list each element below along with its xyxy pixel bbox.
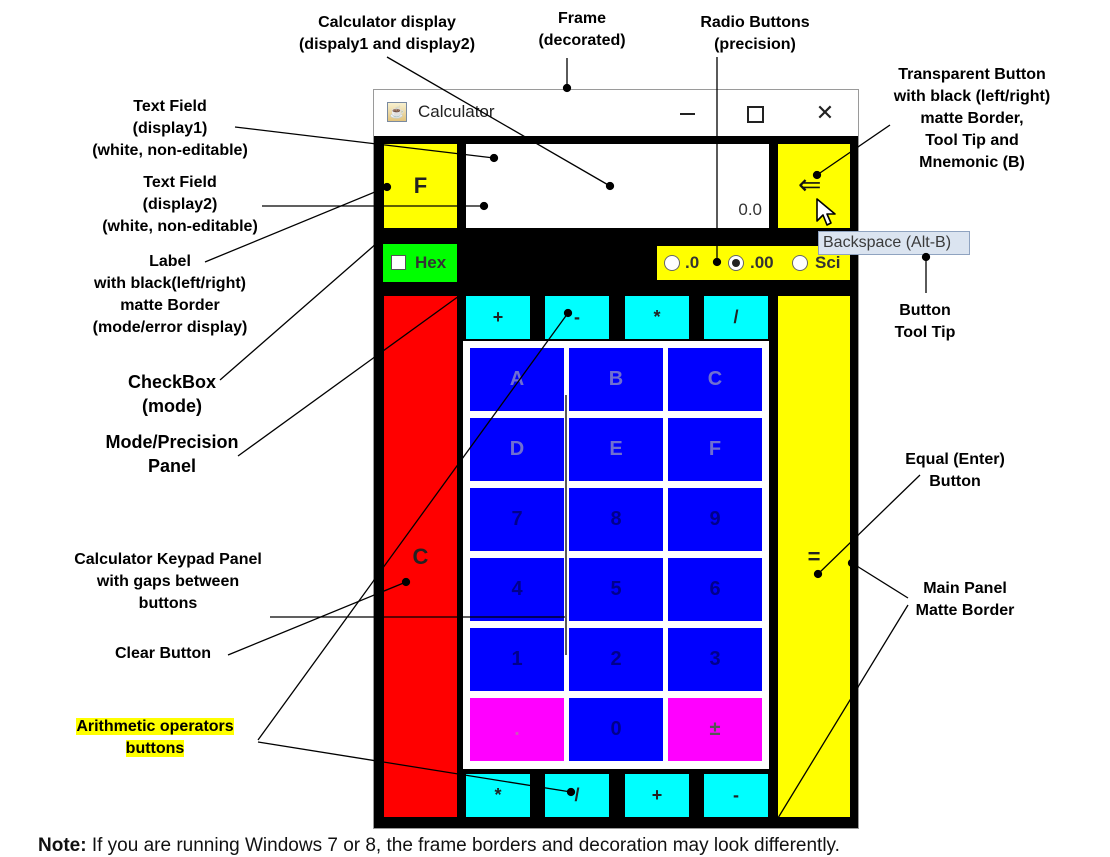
key-plus-minus[interactable]: ± [668,698,762,761]
annotation-text-field-2: Text Field (display2) (white, non-editab… [102,174,258,235]
op-add-top[interactable]: + [466,296,530,339]
annotation-main-panel-border: Main Panel Matte Border [915,580,1015,619]
radio-precision-sci[interactable] [792,255,808,271]
key-d[interactable]: D [470,418,564,481]
key-f[interactable]: F [668,418,762,481]
mouse-cursor-icon [816,198,836,226]
op-add-bottom[interactable]: + [625,774,689,817]
annotation-label: Label with black(left/right) matte Borde… [92,253,248,336]
op-multiply-top[interactable]: * [625,296,689,339]
annotation-text-field-1: Text Field (display1) (white, non-editab… [92,98,248,159]
key-6[interactable]: 6 [668,558,762,621]
java-cup-icon: ☕ [387,102,407,122]
annotation-button-tooltip: Button Tool Tip [894,302,956,341]
maximize-icon [746,105,764,123]
op-divide-top[interactable]: / [704,296,768,339]
footnote: Note: If you are running Windows 7 or 8,… [38,835,840,857]
note-label: Note: [38,835,87,856]
window-title: Calculator [418,102,495,121]
mode-error-label: F [384,144,457,228]
radio-label-precision-0: .0 [685,253,700,272]
checkbox-box[interactable] [391,255,406,270]
key-a[interactable]: A [470,348,564,411]
backspace-button[interactable]: ⇐ [778,144,850,228]
backspace-arrow-icon: ⇐ [798,169,822,200]
backspace-tooltip: Backspace (Alt-B) [818,231,970,255]
op-subtract-top[interactable]: - [545,296,609,339]
note-text: If you are running Windows 7 or 8, the f… [91,835,840,856]
annotation-checkbox: CheckBox (mode) [127,372,217,416]
radio-precision-0[interactable] [664,255,680,271]
annotation-radio-buttons: Radio Buttons (precision) [700,14,810,53]
radio-label-precision-00: .00 [750,253,774,272]
annotation-mode-precision-panel: Mode/Precision Panel [105,432,239,476]
keypad-panel: A B C D E F 7 8 9 4 5 6 1 2 3 . 0 ± [463,341,769,769]
annotation-transparent-button: Transparent Button with black (left/righ… [893,66,1051,171]
close-button[interactable]: ✕ [805,98,845,128]
calculator-window: ☕ Calculator ✕ F 0.0 ⇐ Hex .0 .00 Sci C … [373,89,859,829]
key-c[interactable]: C [668,348,762,411]
annotation-clear-button: Clear Button [115,645,211,662]
annotation-frame: Frame (decorated) [538,10,626,49]
clear-button[interactable]: C [384,296,457,817]
key-decimal[interactable]: . [470,698,564,761]
title-bar[interactable]: ☕ Calculator ✕ [374,90,858,136]
annotation-keypad-panel: Calculator Keypad Panel with gaps betwee… [74,551,262,612]
key-b[interactable]: B [569,348,663,411]
key-4[interactable]: 4 [470,558,564,621]
key-9[interactable]: 9 [668,488,762,551]
precision-panel: .0 .00 Sci [657,246,850,280]
key-0[interactable]: 0 [569,698,663,761]
annotation-equal-button: Equal (Enter) Button [905,451,1005,490]
key-8[interactable]: 8 [569,488,663,551]
annotation-arithmetic-operators: Arithmetic operators buttons [76,718,234,757]
equal-button[interactable]: = [778,296,850,817]
minimize-icon [679,113,695,116]
radio-precision-00[interactable] [728,255,744,271]
op-subtract-bottom[interactable]: - [704,774,768,817]
radio-label-precision-sci: Sci [815,253,841,272]
key-1[interactable]: 1 [470,628,564,691]
key-3[interactable]: 3 [668,628,762,691]
op-divide-bottom[interactable]: / [545,774,609,817]
calculator-display: 0.0 [466,144,769,228]
key-e[interactable]: E [569,418,663,481]
hex-label: Hex [415,253,447,272]
display1-field [466,144,769,186]
display2-field: 0.0 [738,200,762,219]
main-panel: F 0.0 ⇐ Hex .0 .00 Sci C = + - * / A B [374,136,858,828]
minimize-button[interactable] [667,98,707,128]
key-5[interactable]: 5 [569,558,663,621]
op-multiply-bottom[interactable]: * [466,774,530,817]
close-icon: ✕ [815,100,835,125]
key-7[interactable]: 7 [470,488,564,551]
annotation-calculator-display: Calculator display (dispaly1 and display… [298,14,476,53]
hex-checkbox[interactable]: Hex [383,244,457,282]
key-2[interactable]: 2 [569,628,663,691]
maximize-button[interactable] [735,98,775,128]
